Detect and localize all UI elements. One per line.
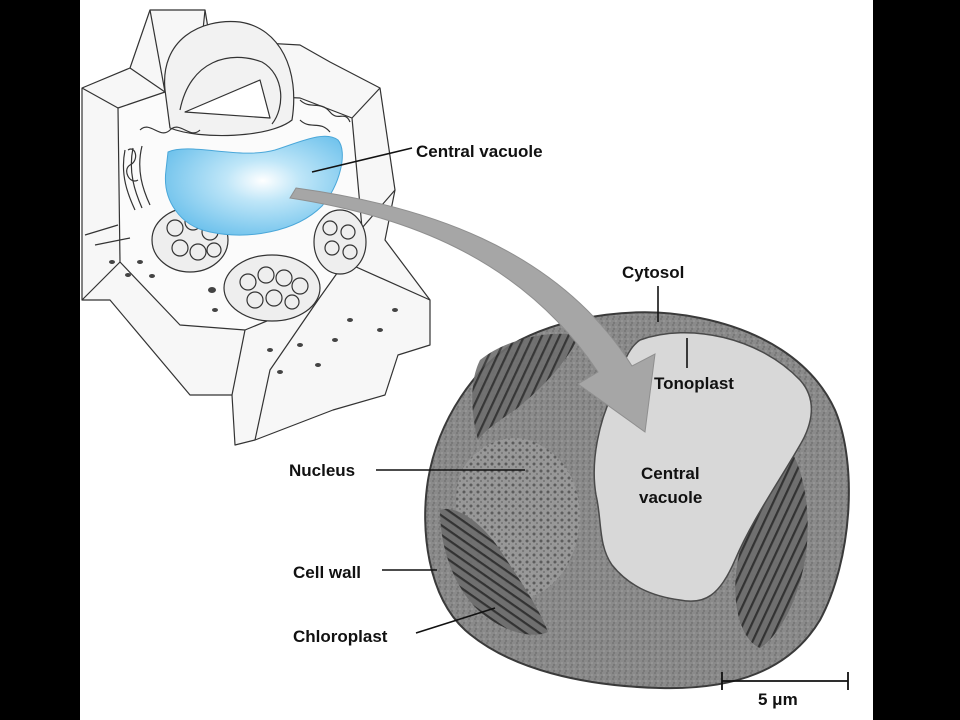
central-vacuole-drawing — [164, 135, 343, 236]
chloroplast-drawing-3 — [313, 209, 367, 275]
label-chloroplast: Chloroplast — [293, 627, 388, 646]
labels: Central vacuole Cytosol Tonoplast Centra… — [289, 142, 798, 709]
leader-lines — [311, 147, 688, 634]
label-cell-wall: Cell wall — [293, 563, 361, 582]
leader-chloroplast — [415, 607, 496, 634]
leader-central-vacuole-top — [311, 147, 413, 173]
zoom-arrow — [289, 187, 656, 433]
label-nucleus: Nucleus — [289, 461, 355, 480]
plant-cell-drawing — [81, 9, 431, 446]
scale-bar — [721, 672, 849, 690]
label-tonoplast: Tonoplast — [654, 374, 734, 393]
micrograph-chloroplast-2 — [472, 333, 580, 440]
label-central-vacuole-micrograph-line1: Central — [641, 464, 700, 483]
label-cytosol: Cytosol — [622, 263, 684, 282]
label-central-vacuole: Central vacuole — [416, 142, 543, 161]
label-scale-bar: 5 μm — [758, 690, 798, 709]
electron-micrograph — [424, 311, 850, 690]
label-central-vacuole-micrograph-line2: vacuole — [639, 488, 702, 507]
chloroplast-drawing-2 — [223, 254, 321, 322]
micrograph-chloroplast-3 — [735, 450, 808, 648]
micrograph-chloroplast-1 — [440, 509, 548, 635]
nucleus-drawing — [164, 20, 295, 137]
